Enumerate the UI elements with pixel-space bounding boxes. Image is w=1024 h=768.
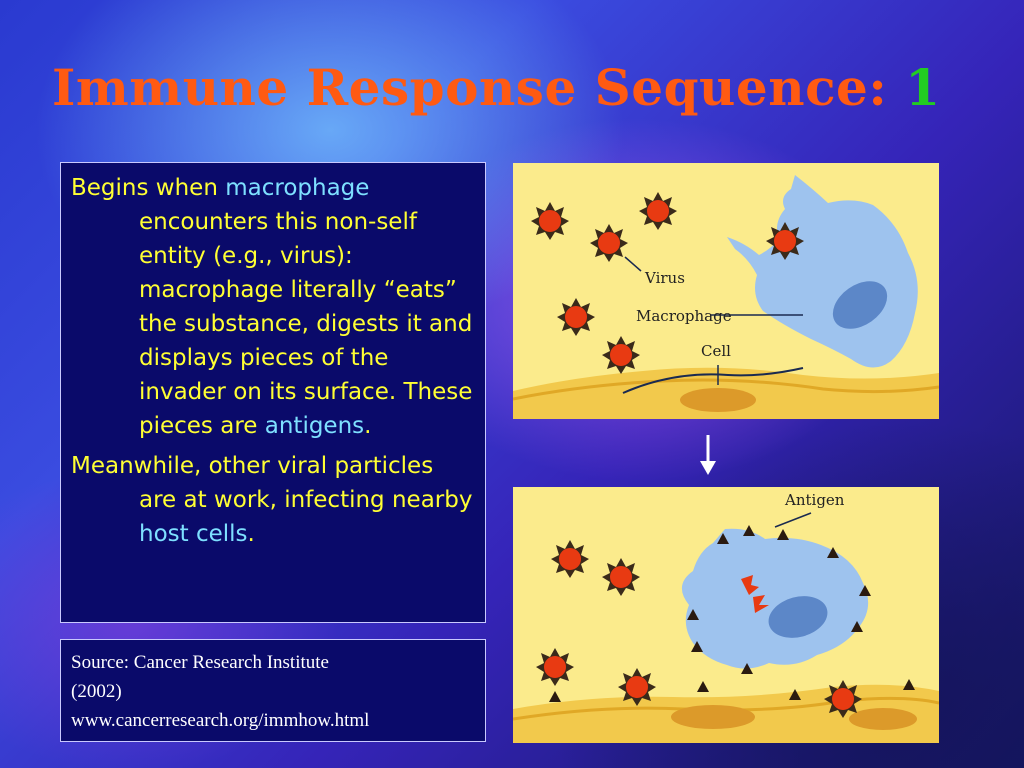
host-cell-nucleus [849, 708, 917, 730]
slide-title-text: Immune Response Sequence: [52, 58, 888, 117]
macrophage-encounter-diagram: Virus Macrophage Cell [513, 163, 939, 419]
text-segment: . [247, 521, 255, 547]
highlight-host-cells: host cells [139, 521, 248, 547]
source-line: (2002) [71, 681, 122, 702]
macrophage-shape [681, 528, 869, 669]
virus-icon [824, 680, 862, 718]
virus-icon [766, 222, 804, 260]
antigen-display-diagram: Antigen [513, 487, 939, 743]
highlight-antigens: antigens [264, 413, 365, 439]
virus-icon [602, 558, 640, 596]
text-segment: encounters this non-self entity (e.g., v… [139, 209, 473, 439]
text-segment: Begins when [71, 175, 226, 201]
label-antigen: Antigen [784, 491, 845, 509]
macrophage-nucleus [768, 596, 828, 638]
body-paragraph-1: Begins when macrophage encounters this n… [71, 171, 477, 443]
virus-icon [551, 540, 589, 578]
digested-virus-piece [753, 595, 769, 613]
body-text-box: Begins when macrophage encounters this n… [60, 162, 486, 623]
text-segment: . [364, 413, 372, 439]
virus-icon [536, 648, 574, 686]
label-cell: Cell [701, 342, 731, 360]
host-cell-nucleus [671, 705, 755, 729]
source-url: www.cancerresearch.org/immhow.html [71, 710, 370, 731]
body-paragraph-2: Meanwhile, other viral particles are at … [71, 449, 477, 551]
slide-title: Immune Response Sequence: 1 [52, 58, 941, 117]
slide-title-number: 1 [905, 58, 941, 117]
text-segment: Meanwhile, other viral particles are at … [71, 453, 473, 513]
host-cell-nucleus [680, 388, 756, 412]
source-line: Source: Cancer Research Institute [71, 652, 329, 673]
virus-icon [590, 224, 628, 262]
label-virus: Virus [644, 269, 685, 287]
virus-icon [531, 202, 569, 240]
highlight-macrophage: macrophage [225, 175, 370, 201]
virus-icon [639, 192, 677, 230]
label-macrophage: Macrophage [636, 307, 732, 325]
source-box: Source: Cancer Research Institute (2002)… [60, 639, 486, 742]
down-arrow-icon [700, 435, 716, 475]
virus-icon [602, 336, 640, 374]
virus-icon [618, 668, 656, 706]
digested-virus-piece [741, 575, 759, 595]
macrophage-nucleus [832, 281, 888, 329]
virus-icon [557, 298, 595, 336]
